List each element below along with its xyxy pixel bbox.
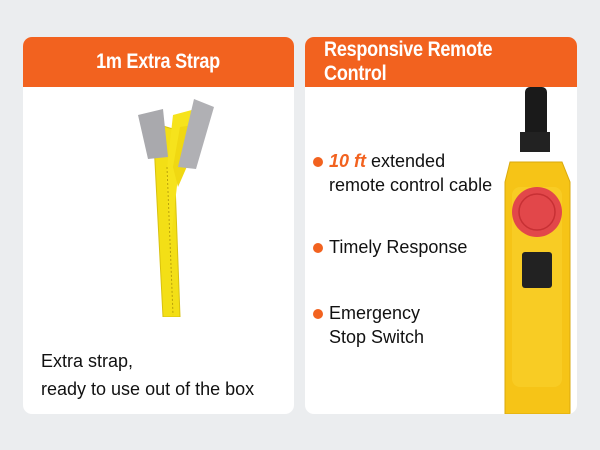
bullet-cable: 10 ft extended remote control cable — [313, 149, 492, 197]
strap-image — [138, 99, 214, 317]
card-title: Responsive Remote Control — [324, 38, 493, 85]
strap-caption: Extra strap, ready to use out of the box — [41, 347, 254, 403]
card-title: 1m Extra Strap — [96, 50, 221, 73]
caption-line: ready to use out of the box — [41, 379, 255, 399]
bullet-dot-icon — [313, 243, 323, 253]
bullet-text: extended — [366, 151, 446, 171]
remote-control-card: Responsive Remote Control 10 ft extended… — [305, 37, 577, 414]
bullet-dot-icon — [313, 309, 323, 319]
bullet-text: Stop Switch — [329, 327, 425, 347]
bullet-text: Emergency — [329, 303, 421, 323]
bullet-text: remote control cable — [329, 175, 493, 195]
extra-strap-card: 1m Extra Strap Extra strap, ready to use… — [23, 37, 294, 414]
bullet-emergency: Emergency Stop Switch — [313, 301, 424, 349]
remote-control-image — [504, 87, 571, 414]
caption-line: Extra strap, — [41, 351, 134, 371]
bullet-response: Timely Response — [313, 235, 467, 259]
card-header: 1m Extra Strap — [23, 37, 294, 87]
card-header: Responsive Remote Control — [305, 37, 577, 87]
bullet-dot-icon — [313, 157, 323, 167]
highlight-text: 10 ft — [329, 151, 367, 171]
bullet-text: Timely Response — [329, 237, 468, 257]
